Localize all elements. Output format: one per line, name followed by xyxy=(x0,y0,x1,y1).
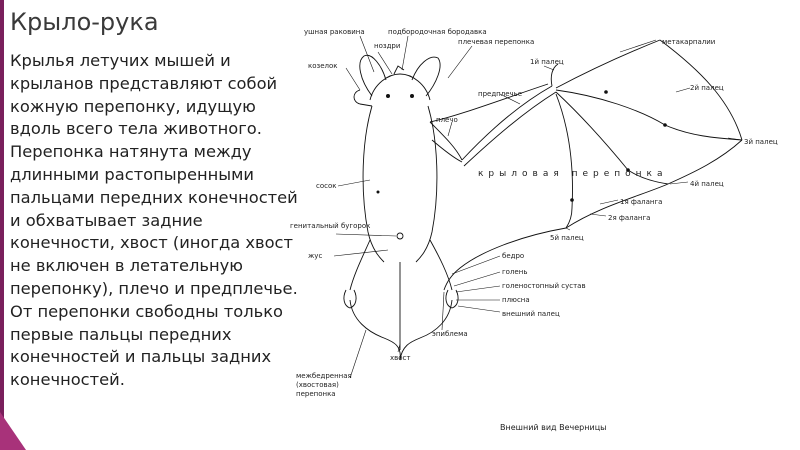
label-shoulder: плечо xyxy=(436,116,458,124)
label-tail-membrane: межбедренная (хвостовая) перепонка xyxy=(296,372,352,398)
accent-bar xyxy=(0,0,4,450)
label-pointers xyxy=(333,35,743,379)
label-chin-wart: подбородочная бородавка xyxy=(388,28,487,36)
label-nostrils: ноздри xyxy=(374,42,400,50)
diagram-caption: Внешний вид Вечерницы xyxy=(500,423,606,432)
label-ear: ушная раковина xyxy=(304,28,365,36)
label-metacarpals: метакарпалии xyxy=(662,38,715,46)
label-ankle: голеностопный сустав xyxy=(502,282,586,290)
label-shoulder-membrane: плечевая перепонка xyxy=(458,38,534,46)
label-genital: генитальный бугорок xyxy=(290,222,370,230)
bat-diagram: ушная раковина подбородочная бородавка н… xyxy=(290,28,778,432)
label-tail-membrane-wrap: межбедренная (хвостовая) перепонка xyxy=(296,372,352,398)
label-spur: жус xyxy=(308,252,322,260)
label-phalanx-1: 1я фаланга xyxy=(620,198,662,206)
label-finger-5: 5й палец xyxy=(550,234,584,242)
slide-title: Крыло-рука xyxy=(10,8,159,36)
slide-body-text: Крылья летучих мышей и крыланов представ… xyxy=(10,51,298,390)
label-outer-toe: внешний палец xyxy=(502,310,560,318)
label-nipple: сосок xyxy=(316,182,337,190)
label-tail: хвост xyxy=(390,354,410,362)
label-finger-4: 4й палец xyxy=(690,180,724,188)
label-thigh: бедро xyxy=(502,252,524,260)
label-finger-1: 1й палец xyxy=(530,58,564,66)
bat-drawing xyxy=(343,39,743,361)
corner-decoration xyxy=(0,412,26,450)
label-wing-membrane: крыловая перепонка xyxy=(478,169,668,179)
label-finger-2: 2й палец xyxy=(690,84,724,92)
label-forearm: предплечье xyxy=(478,90,522,98)
label-phalanx-2: 2я фаланга xyxy=(608,214,650,222)
label-finger-3: 3й палец xyxy=(744,138,778,146)
label-epiblema: эпиблема xyxy=(432,330,468,338)
label-metatarsus: плюсна xyxy=(502,296,530,304)
label-shin: голень xyxy=(502,268,527,276)
label-tragus: козелок xyxy=(308,62,338,70)
